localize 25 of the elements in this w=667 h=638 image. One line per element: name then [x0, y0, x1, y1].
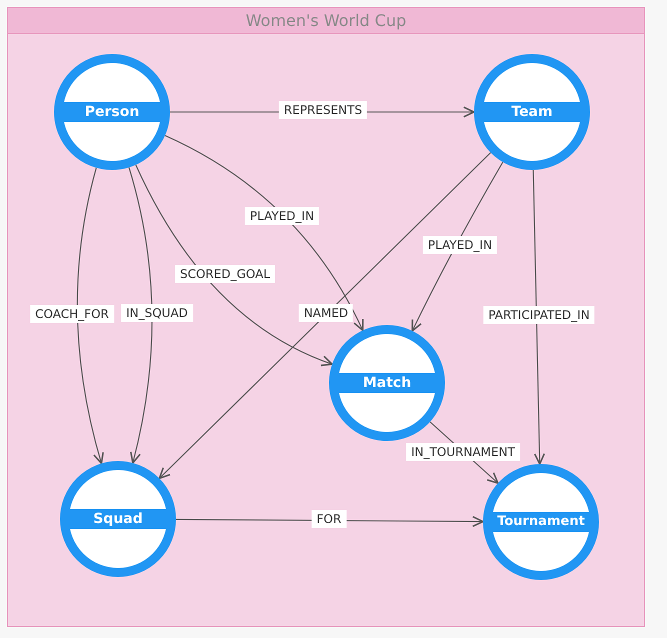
node-label: Team — [483, 102, 581, 122]
arrow — [76, 168, 104, 464]
group-container — [7, 7, 645, 627]
edge-label: NAMED — [298, 304, 354, 322]
arrow — [158, 152, 492, 480]
edge-label: SCORED_GOAL — [174, 265, 276, 283]
edge-label: PARTICIPATED_IN — [483, 306, 595, 324]
arrow — [128, 167, 152, 464]
arrow — [176, 516, 484, 528]
edge-label: REPRESENTS — [278, 101, 368, 119]
arrow — [135, 164, 333, 366]
arrow — [164, 135, 364, 332]
node-label: Tournament — [492, 512, 590, 532]
edge-label: PLAYED_IN — [244, 207, 320, 225]
node-label: Person — [63, 102, 161, 122]
edge-label: FOR — [312, 510, 346, 528]
arrow — [532, 170, 546, 465]
node-label: Squad — [69, 509, 167, 529]
edge-label: IN_TOURNAMENT — [406, 443, 520, 461]
arrow — [412, 162, 504, 332]
edge-label: IN_SQUAD — [121, 304, 193, 322]
edge-label: PLAYED_IN — [422, 236, 498, 254]
node-label: Match — [338, 373, 436, 393]
edge-label: COACH_FOR — [30, 305, 114, 323]
group-heading: Women's World Cup — [8, 8, 644, 34]
